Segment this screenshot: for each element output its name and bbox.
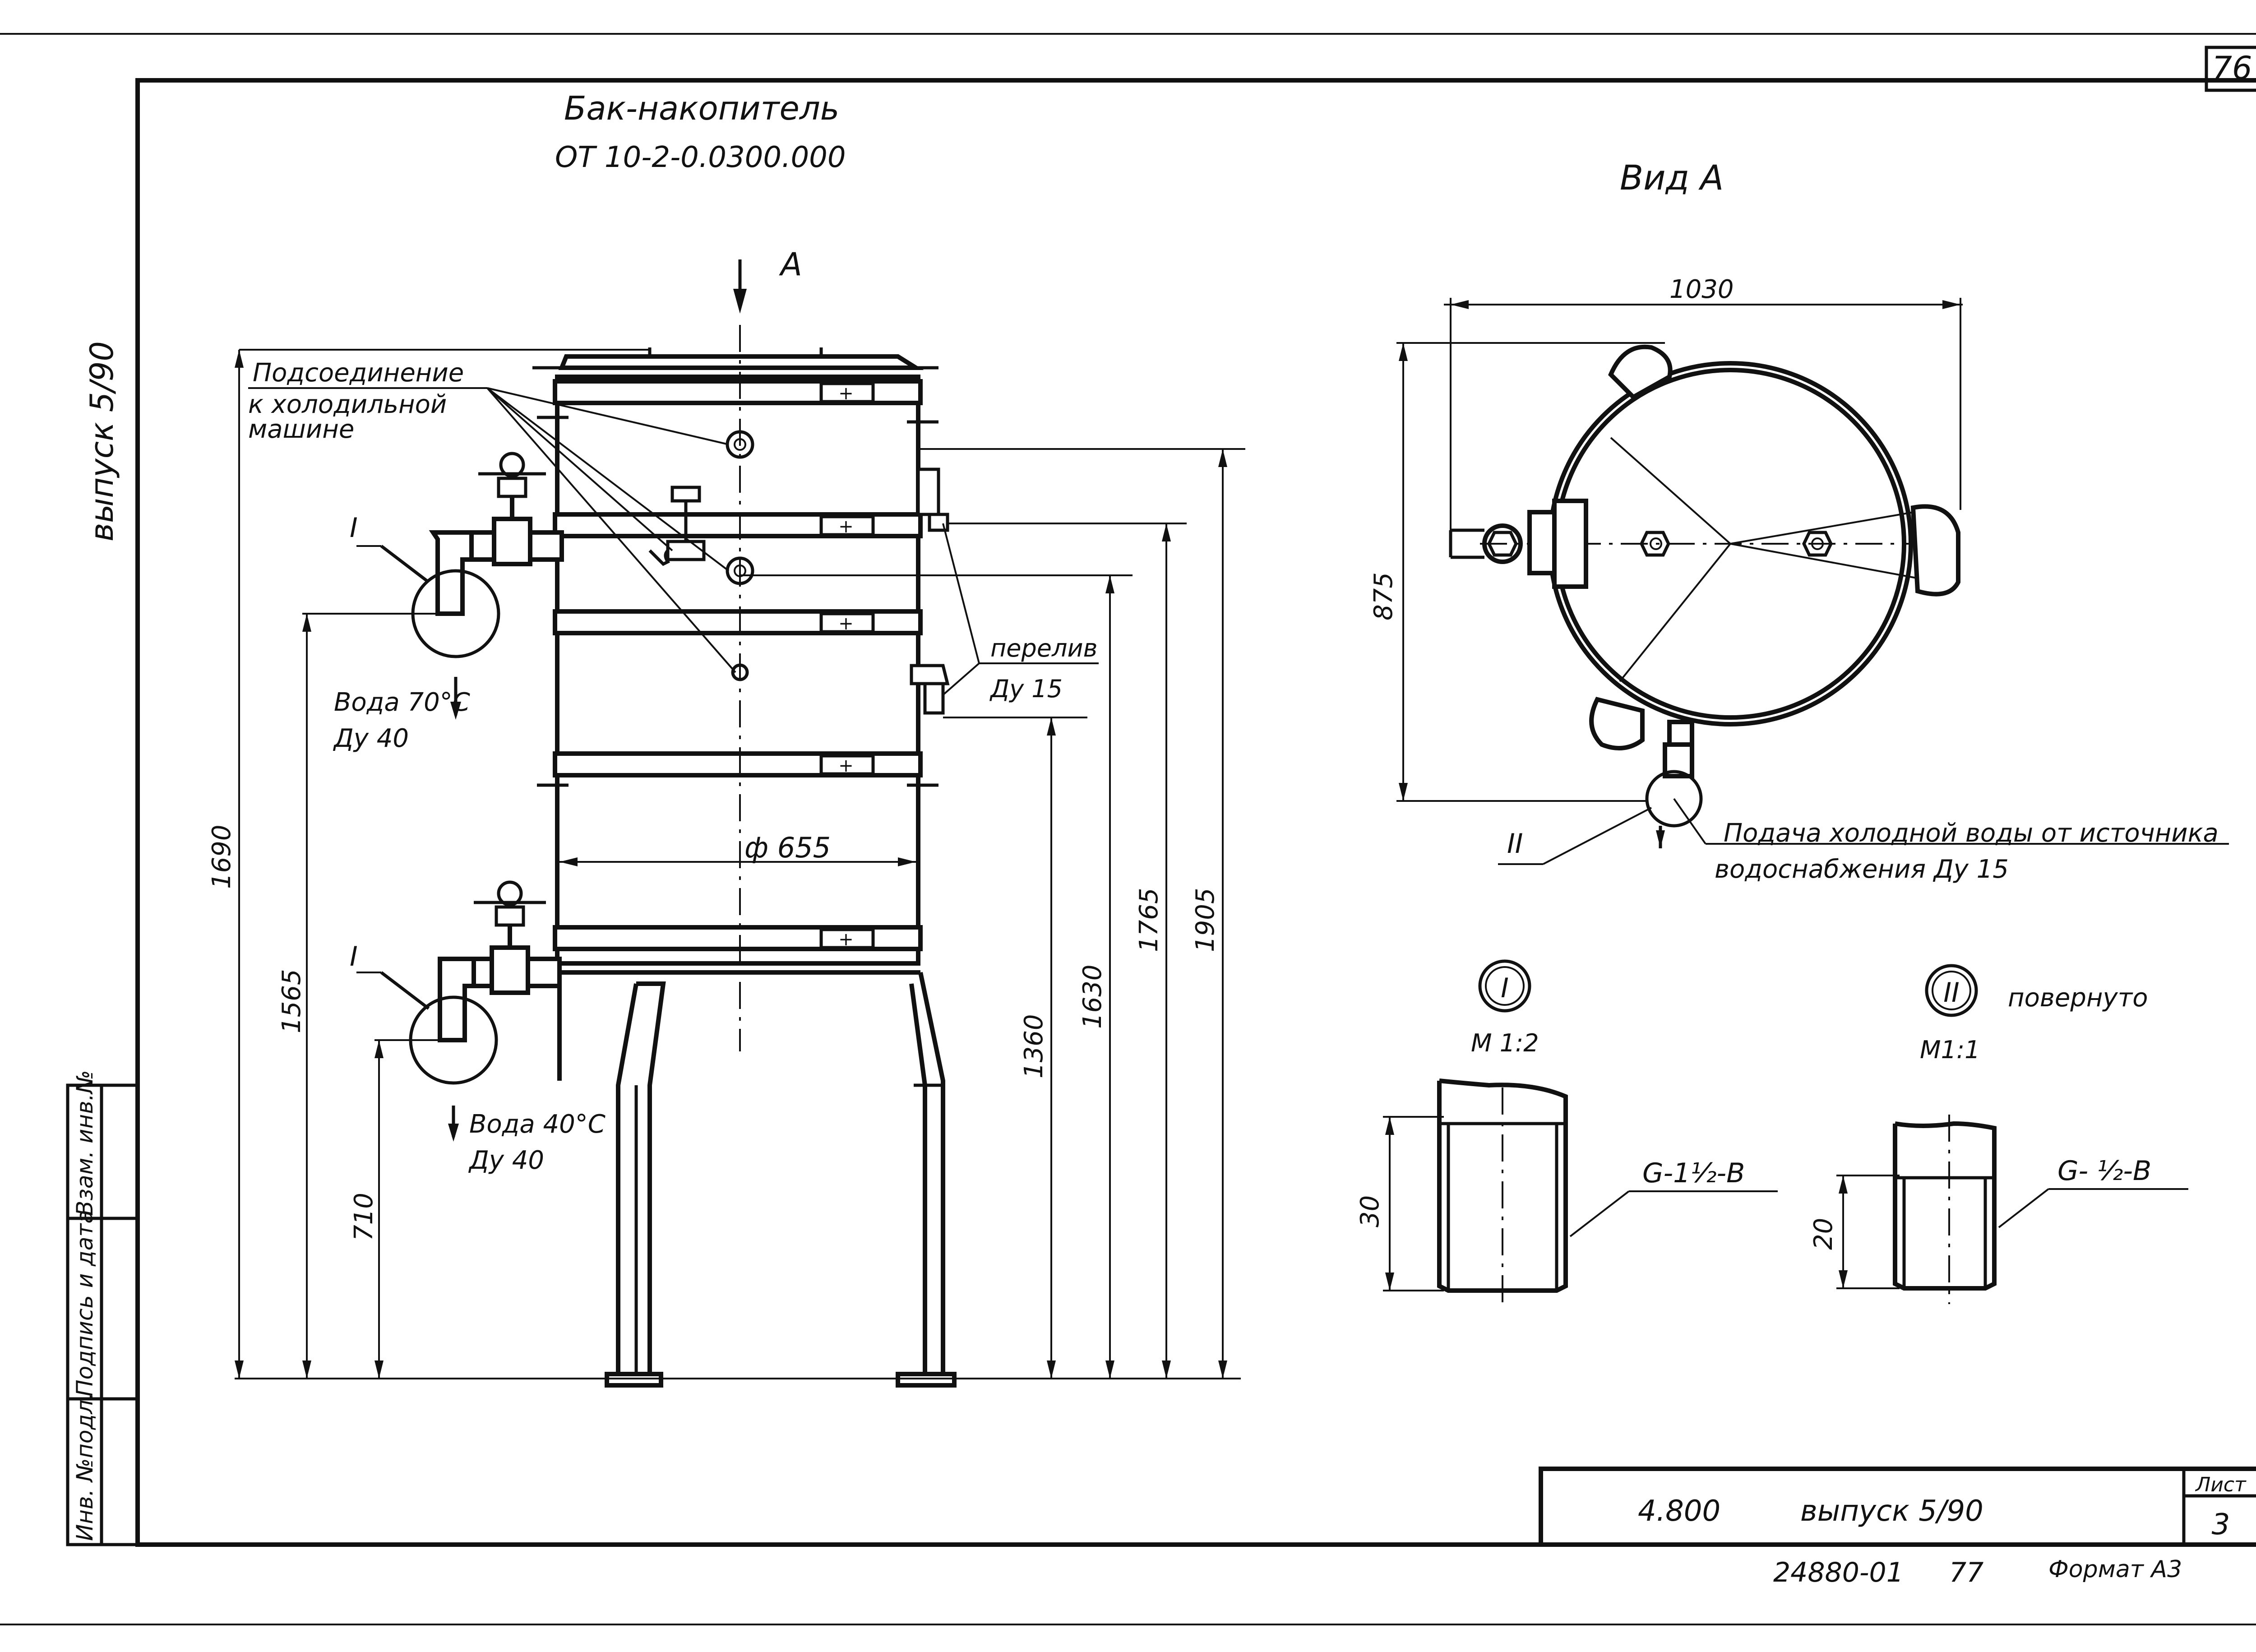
dim-1360: 1360 [1019, 1014, 1049, 1078]
stamp-inv-label: Инв. №подл. [72, 1393, 98, 1541]
dimension-lines: 1690 1565 710 1360 1630 1 [207, 349, 1245, 1379]
detail-mark-upper: I [350, 512, 358, 544]
diameter-label: ф 655 [744, 831, 831, 864]
connection-label-3: машине [248, 415, 354, 444]
view-a-height: 875 [1369, 572, 1398, 620]
main-title: Бак-накопитель [564, 89, 839, 127]
svg-text:+: + [838, 516, 854, 537]
water-hot-du: Ду 40 [333, 724, 409, 753]
svg-text:+: + [838, 383, 854, 404]
water-hot-label: Вода 70°С [334, 688, 470, 717]
detail-2-mark: II [1943, 977, 1959, 1009]
title-code: 4.800 [1638, 1495, 1720, 1528]
view-arrow-label: А [779, 246, 802, 283]
dim-1565: 1565 [277, 969, 306, 1033]
dim-1765: 1765 [1134, 888, 1164, 952]
footer-page: 77 [1949, 1557, 1983, 1588]
svg-text:+: + [838, 755, 854, 776]
main-view: Бак-накопитель ОТ 10-2-0.0300.000 А + + [207, 89, 1245, 1388]
detail-2-dim: 20 [1809, 1218, 1838, 1250]
footer: 24880-01 77 Формат А3 [1773, 1556, 2182, 1588]
detail-2-thread: G- ½-В [2057, 1155, 2151, 1187]
tank-bands: + + + + + [537, 379, 938, 951]
connection-label-1: Подсоединение [253, 358, 464, 388]
detail-1: I М 1:2 30 G-1½-В [1355, 959, 1778, 1309]
water-warm-label: Вода 40°С [469, 1110, 606, 1139]
view-a-width: 1030 [1669, 275, 1734, 304]
view-a: Вид А 1030 [1369, 157, 2229, 884]
view-a-detail-mark: II [1507, 828, 1523, 860]
tank-body [555, 375, 920, 966]
overflow-label: перелив [990, 634, 1097, 662]
connection-label-2: к холодильной [248, 390, 447, 419]
title-sheet-label: Лист [2195, 1473, 2247, 1496]
footer-format: Формат А3 [2048, 1556, 2182, 1583]
detail-1-dim: 30 [1355, 1195, 1385, 1227]
detail-1-mark: I [1501, 972, 1509, 1004]
svg-text:+: + [838, 613, 854, 634]
upper-outlet: I [350, 452, 564, 658]
lower-outlet: I [350, 880, 562, 1085]
sheet-frame: 76 [0, 33, 2256, 1625]
title-series: выпуск 5/90 [1800, 1495, 1983, 1528]
stamp-sign-label: Подпись и дата [72, 1210, 98, 1397]
page-number: 76 [2212, 50, 2252, 87]
detail-2-note: повернуто [2008, 983, 2148, 1013]
footer-doc-number: 24880-01 [1773, 1557, 1904, 1588]
tank-stand [557, 970, 957, 1388]
water-warm-du: Ду 40 [468, 1146, 544, 1175]
overflow-du: Ду 15 [989, 675, 1063, 703]
detail-2-scale: М1:1 [1920, 1036, 1980, 1064]
detail-1-scale: М 1:2 [1471, 1029, 1539, 1057]
dim-1690: 1690 [207, 824, 236, 889]
stamp-replace-label: Взам. инв.№ [72, 1070, 98, 1216]
dim-1905: 1905 [1191, 888, 1220, 952]
title-sheet-number: 3 [2212, 1508, 2230, 1541]
margin-series-label: выпуск 5/90 [83, 341, 120, 541]
left-stamp-strip: Инв. №подл. Подпись и дата Взам. инв.№ [66, 1070, 139, 1546]
detail-2: II повернуто М1:1 20 G- ½-В [1809, 964, 2188, 1304]
detail-1-thread: G-1½-В [1642, 1157, 1745, 1189]
view-a-title: Вид А [1620, 157, 1724, 198]
title-block: 4.800 выпуск 5/90 Лист 3 [1539, 1467, 2256, 1547]
main-subtitle: ОТ 10-2-0.0300.000 [555, 141, 846, 174]
dim-710: 710 [349, 1193, 379, 1241]
svg-text:+: + [838, 929, 854, 950]
detail-mark-lower: I [350, 941, 358, 972]
dim-1630: 1630 [1078, 964, 1107, 1029]
supply-label-2: водоснабжения Ду 15 [1715, 855, 2009, 884]
